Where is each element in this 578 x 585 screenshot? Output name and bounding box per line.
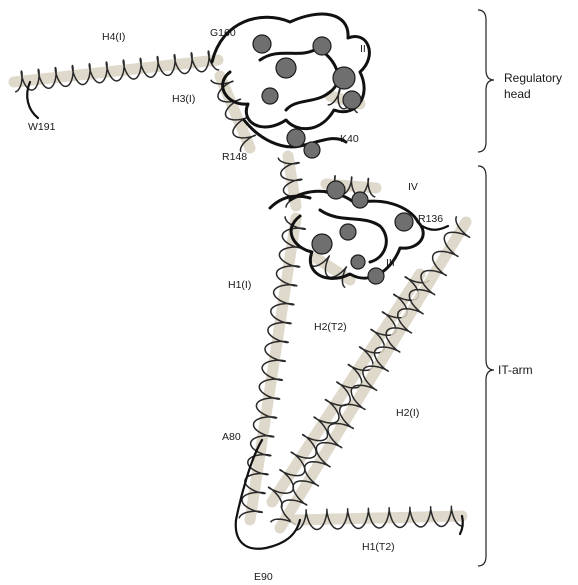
label-h4i: H4(I) — [102, 31, 125, 43]
label-a80: A80 — [222, 431, 241, 443]
middle-domain-blob — [351, 255, 365, 269]
label-r136: R136 — [418, 213, 443, 225]
head-domain-blob — [276, 58, 296, 78]
coil-a80-e90 — [236, 440, 300, 549]
it-arm-brace — [478, 166, 494, 566]
middle-domain-blob — [368, 268, 384, 284]
label-h1i: H1(I) — [228, 279, 251, 291]
head-domain-blob — [262, 88, 278, 104]
label-g160: G160 — [210, 27, 236, 39]
label-h1t2: H1(T2) — [362, 541, 395, 553]
regulatory-head-label-line1: Regulatory — [504, 71, 562, 85]
r136-coil — [422, 226, 448, 230]
label-h2i: H2(I) — [396, 407, 419, 419]
it-arm-label: IT-arm — [498, 363, 533, 377]
label-h2t2: H2(T2) — [314, 321, 347, 333]
helix-h2t2-body — [272, 274, 420, 502]
regulatory-head-brace — [478, 10, 494, 152]
label-ii: II — [360, 43, 366, 55]
label-r148: R148 — [222, 151, 247, 163]
label-iv: IV — [408, 181, 418, 193]
middle-domain-blob — [340, 224, 356, 240]
middle-domain-blob — [312, 234, 332, 254]
label-k40: K40 — [340, 133, 359, 145]
middle-domain-blob — [395, 213, 413, 231]
label-w191: W191 — [28, 121, 56, 133]
head-domain-blob — [304, 142, 320, 158]
label-h3i: H3(I) — [172, 93, 195, 105]
label-iii: III — [386, 257, 395, 269]
middle-domain-blob — [352, 192, 368, 208]
regulatory-head-label-line2: head — [504, 87, 531, 101]
head-domain-blob — [333, 67, 355, 89]
helix-h4i-body — [14, 60, 218, 82]
head-domain-blob — [313, 37, 331, 55]
helix-h1t2-body — [296, 516, 462, 520]
label-e90: E90 — [254, 571, 273, 583]
head-domain-blob — [287, 129, 305, 147]
middle-domain-blob — [327, 181, 345, 199]
head-domain-blob — [343, 91, 361, 109]
head-domain-blob — [253, 35, 271, 53]
